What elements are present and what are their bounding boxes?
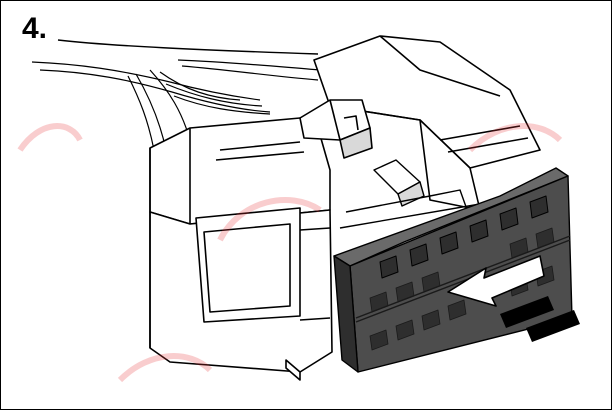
step-number: 4. (22, 12, 48, 45)
main-housing (149, 117, 333, 381)
rear-housing (313, 35, 541, 211)
insertion-arrow-icon (447, 255, 545, 307)
leader-line (57, 39, 319, 55)
watermark (17, 123, 563, 383)
housing-window (195, 207, 301, 323)
latch-tab (299, 99, 373, 159)
motion-lines-icon (500, 296, 580, 342)
center-ramp (339, 159, 481, 229)
